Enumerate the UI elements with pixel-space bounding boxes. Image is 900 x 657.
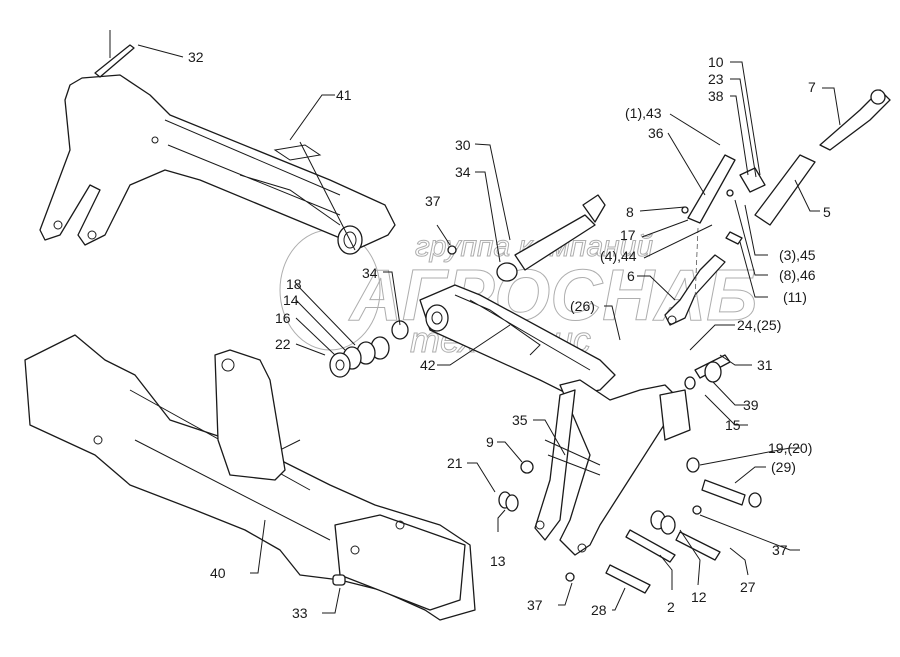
callout-5: 5 bbox=[823, 204, 831, 220]
callout-29: (29) bbox=[771, 459, 796, 475]
callout-32: 32 bbox=[188, 49, 204, 65]
leader-lines bbox=[137, 44, 841, 614]
callout-39: 39 bbox=[743, 397, 759, 413]
callout-8: 8 bbox=[626, 204, 634, 220]
callout-17: 17 bbox=[620, 227, 636, 243]
callout-37-upper: 37 bbox=[425, 193, 441, 209]
callout-24-25: 24,(25) bbox=[737, 317, 782, 333]
callout-19-20: 19,(20) bbox=[768, 440, 813, 456]
callout-42: 42 bbox=[420, 357, 436, 373]
lower-arm-part-42 bbox=[419, 284, 616, 396]
callout-34-lower: 34 bbox=[362, 265, 378, 281]
callout-16: 16 bbox=[275, 310, 291, 326]
callout-33: 33 bbox=[292, 605, 308, 621]
callout-28: 28 bbox=[591, 602, 607, 618]
upper-frame-part-41 bbox=[39, 30, 396, 255]
callout-11: (11) bbox=[783, 289, 807, 305]
callout-40: 40 bbox=[210, 565, 226, 581]
callout-22: 22 bbox=[275, 336, 291, 352]
callout-10: 10 bbox=[708, 54, 724, 70]
callout-23: 23 bbox=[708, 71, 724, 87]
callout-6: 6 bbox=[627, 268, 635, 284]
lower-frame-part-40 bbox=[24, 334, 476, 621]
callout-37-right: 37 bbox=[772, 542, 788, 558]
callout-8-46: (8),46 bbox=[779, 267, 816, 283]
callout-15: 15 bbox=[725, 417, 741, 433]
callout-26: (26) bbox=[570, 298, 595, 314]
callout-34-upper: 34 bbox=[455, 164, 471, 180]
callout-31: 31 bbox=[757, 357, 773, 373]
callout-21: 21 bbox=[447, 455, 463, 471]
callout-3-45: (3),45 bbox=[779, 247, 816, 263]
callout-7: 7 bbox=[808, 79, 816, 95]
callout-1-43: (1),43 bbox=[625, 105, 662, 121]
callout-38: 38 bbox=[708, 88, 724, 104]
small-parts bbox=[447, 245, 762, 594]
callout-12: 12 bbox=[691, 589, 707, 605]
callout-14: 14 bbox=[283, 292, 299, 308]
bracket-part-35 bbox=[534, 379, 691, 556]
callout-4-44: (4),44 bbox=[600, 248, 637, 264]
callout-37-lower: 37 bbox=[527, 597, 543, 613]
top-link-assembly bbox=[664, 89, 891, 326]
callout-35: 35 bbox=[512, 412, 528, 428]
washer-stack bbox=[329, 336, 390, 378]
callout-13: 13 bbox=[490, 553, 506, 569]
callout-30: 30 bbox=[455, 137, 471, 153]
pin-part-30 bbox=[391, 194, 606, 340]
callout-9: 9 bbox=[486, 434, 494, 450]
callout-41: 41 bbox=[336, 87, 352, 103]
callout-18: 18 bbox=[286, 276, 302, 292]
callout-36: 36 bbox=[648, 125, 664, 141]
callout-27: 27 bbox=[740, 579, 756, 595]
callout-2: 2 bbox=[667, 599, 675, 615]
